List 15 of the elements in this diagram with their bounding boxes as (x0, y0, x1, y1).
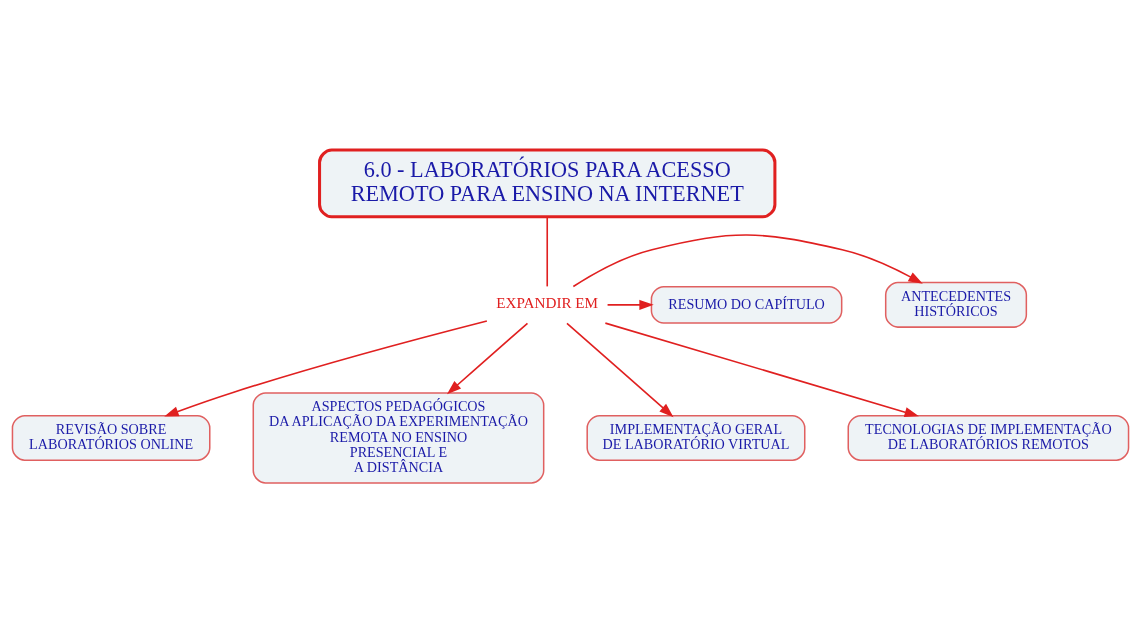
node-box: RESUMO DO CAPÍTULO (650, 285, 843, 324)
arrow (164, 320, 488, 417)
node-box: IMPLEMENTAÇÃO GERAL DE LABORATÓRIO VIRTUAL (586, 414, 806, 461)
arrow (604, 322, 919, 417)
node-box: ANTECEDENTES HISTÓRICOS (884, 281, 1028, 328)
arrow (606, 299, 654, 310)
arrow (566, 322, 674, 418)
arrow (446, 322, 529, 395)
connector (546, 216, 549, 288)
arrow (572, 234, 923, 288)
node-text: EXPANDIR EM (496, 294, 599, 312)
node-box: ASPECTOS PEDAGÓGICOS DA APLICAÇÃO DA EXPERIMENTAÇÃO REMOTA NO ENSINO PRESENCIAL E A DISTÂNCIA (252, 392, 545, 484)
node-box: 6.0 - LABORATÓRIOS PARA ACESSO REMOTO PARA ENSINO NA INTERNET (318, 148, 777, 219)
node-box: REVISÃO SOBRE LABORATÓRIOS ONLINE (11, 414, 211, 461)
node-box: TECNOLOGIAS DE IMPLEMENTAÇÃO DE LABORATÓRIOS REMOTOS (847, 414, 1130, 461)
